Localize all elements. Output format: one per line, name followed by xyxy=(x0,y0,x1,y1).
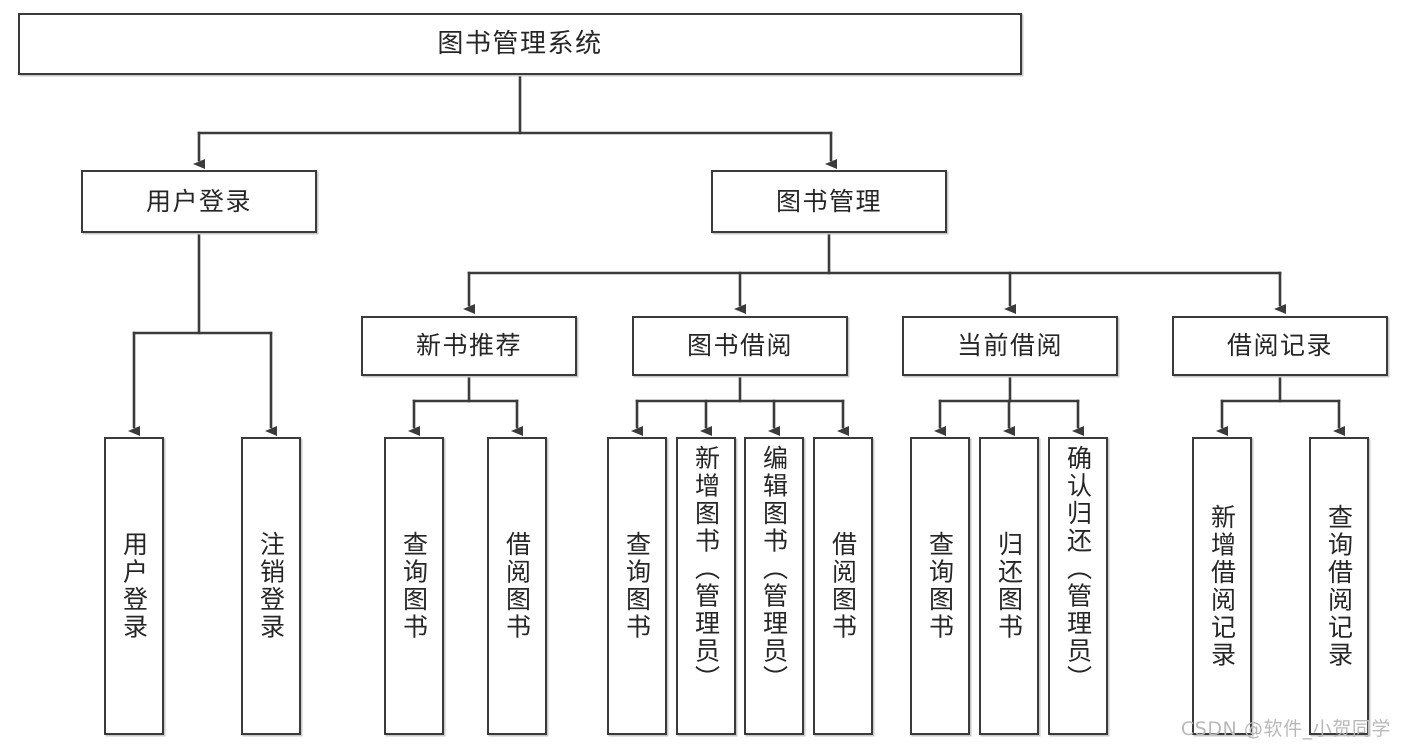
node-label: 新增图书（管理员） xyxy=(691,445,721,693)
node-label: 图书借阅 xyxy=(686,331,793,361)
node-label: 用户登录 xyxy=(119,531,149,641)
node-label: 新增借阅记录 xyxy=(1207,503,1237,669)
node-current-borrow[interactable]: 当前借阅 xyxy=(902,316,1118,376)
leaf-return-book[interactable]: 归还图书 xyxy=(979,437,1039,735)
watermark: CSDN @软件_小贺同学 xyxy=(1180,718,1391,740)
leaf-query-book-borrow[interactable]: 查询图书 xyxy=(607,437,667,735)
leaf-query-book-current[interactable]: 查询图书 xyxy=(910,437,970,735)
leaf-edit-book-admin[interactable]: 编辑图书（管理员） xyxy=(744,437,804,735)
node-label: 用户登录 xyxy=(145,186,252,216)
node-label: 借阅图书 xyxy=(502,531,532,641)
node-label: 查询图书 xyxy=(399,531,429,641)
node-label: 借阅图书 xyxy=(828,531,858,641)
node-user-login[interactable]: 用户登录 xyxy=(81,170,317,233)
node-label: 归还图书 xyxy=(994,531,1024,641)
node-label: 查询图书 xyxy=(622,531,652,641)
leaf-add-book-admin[interactable]: 新增图书（管理员） xyxy=(676,437,736,735)
node-label: 图书管理系统 xyxy=(437,28,603,59)
node-label: 查询图书 xyxy=(925,531,955,641)
node-label: 查询借阅记录 xyxy=(1324,503,1354,669)
leaf-confirm-return-admin[interactable]: 确认归还（管理员） xyxy=(1048,437,1108,735)
leaf-user-logout[interactable]: 注销登录 xyxy=(241,437,301,735)
leaf-borrow-book[interactable]: 借阅图书 xyxy=(813,437,873,735)
node-book-borrow[interactable]: 图书借阅 xyxy=(632,316,848,376)
node-book-management[interactable]: 图书管理 xyxy=(711,170,947,233)
leaf-user-login[interactable]: 用户登录 xyxy=(104,437,164,735)
node-label: 编辑图书（管理员） xyxy=(759,445,789,693)
node-root-book-management-system[interactable]: 图书管理系统 xyxy=(18,13,1022,75)
node-borrow-record[interactable]: 借阅记录 xyxy=(1172,316,1388,376)
node-new-book-recommend[interactable]: 新书推荐 xyxy=(361,316,577,376)
leaf-borrow-book-recommend[interactable]: 借阅图书 xyxy=(487,437,547,735)
node-label: 当前借阅 xyxy=(956,331,1063,361)
node-label: 新书推荐 xyxy=(415,331,522,361)
leaf-query-book-recommend[interactable]: 查询图书 xyxy=(384,437,444,735)
node-label: 确认归还（管理员） xyxy=(1063,445,1093,693)
leaf-query-borrow-record[interactable]: 查询借阅记录 xyxy=(1309,437,1369,735)
node-label: 借阅记录 xyxy=(1226,331,1333,361)
node-label: 图书管理 xyxy=(775,186,882,216)
leaf-add-borrow-record[interactable]: 新增借阅记录 xyxy=(1192,437,1252,735)
node-label: 注销登录 xyxy=(256,531,286,641)
